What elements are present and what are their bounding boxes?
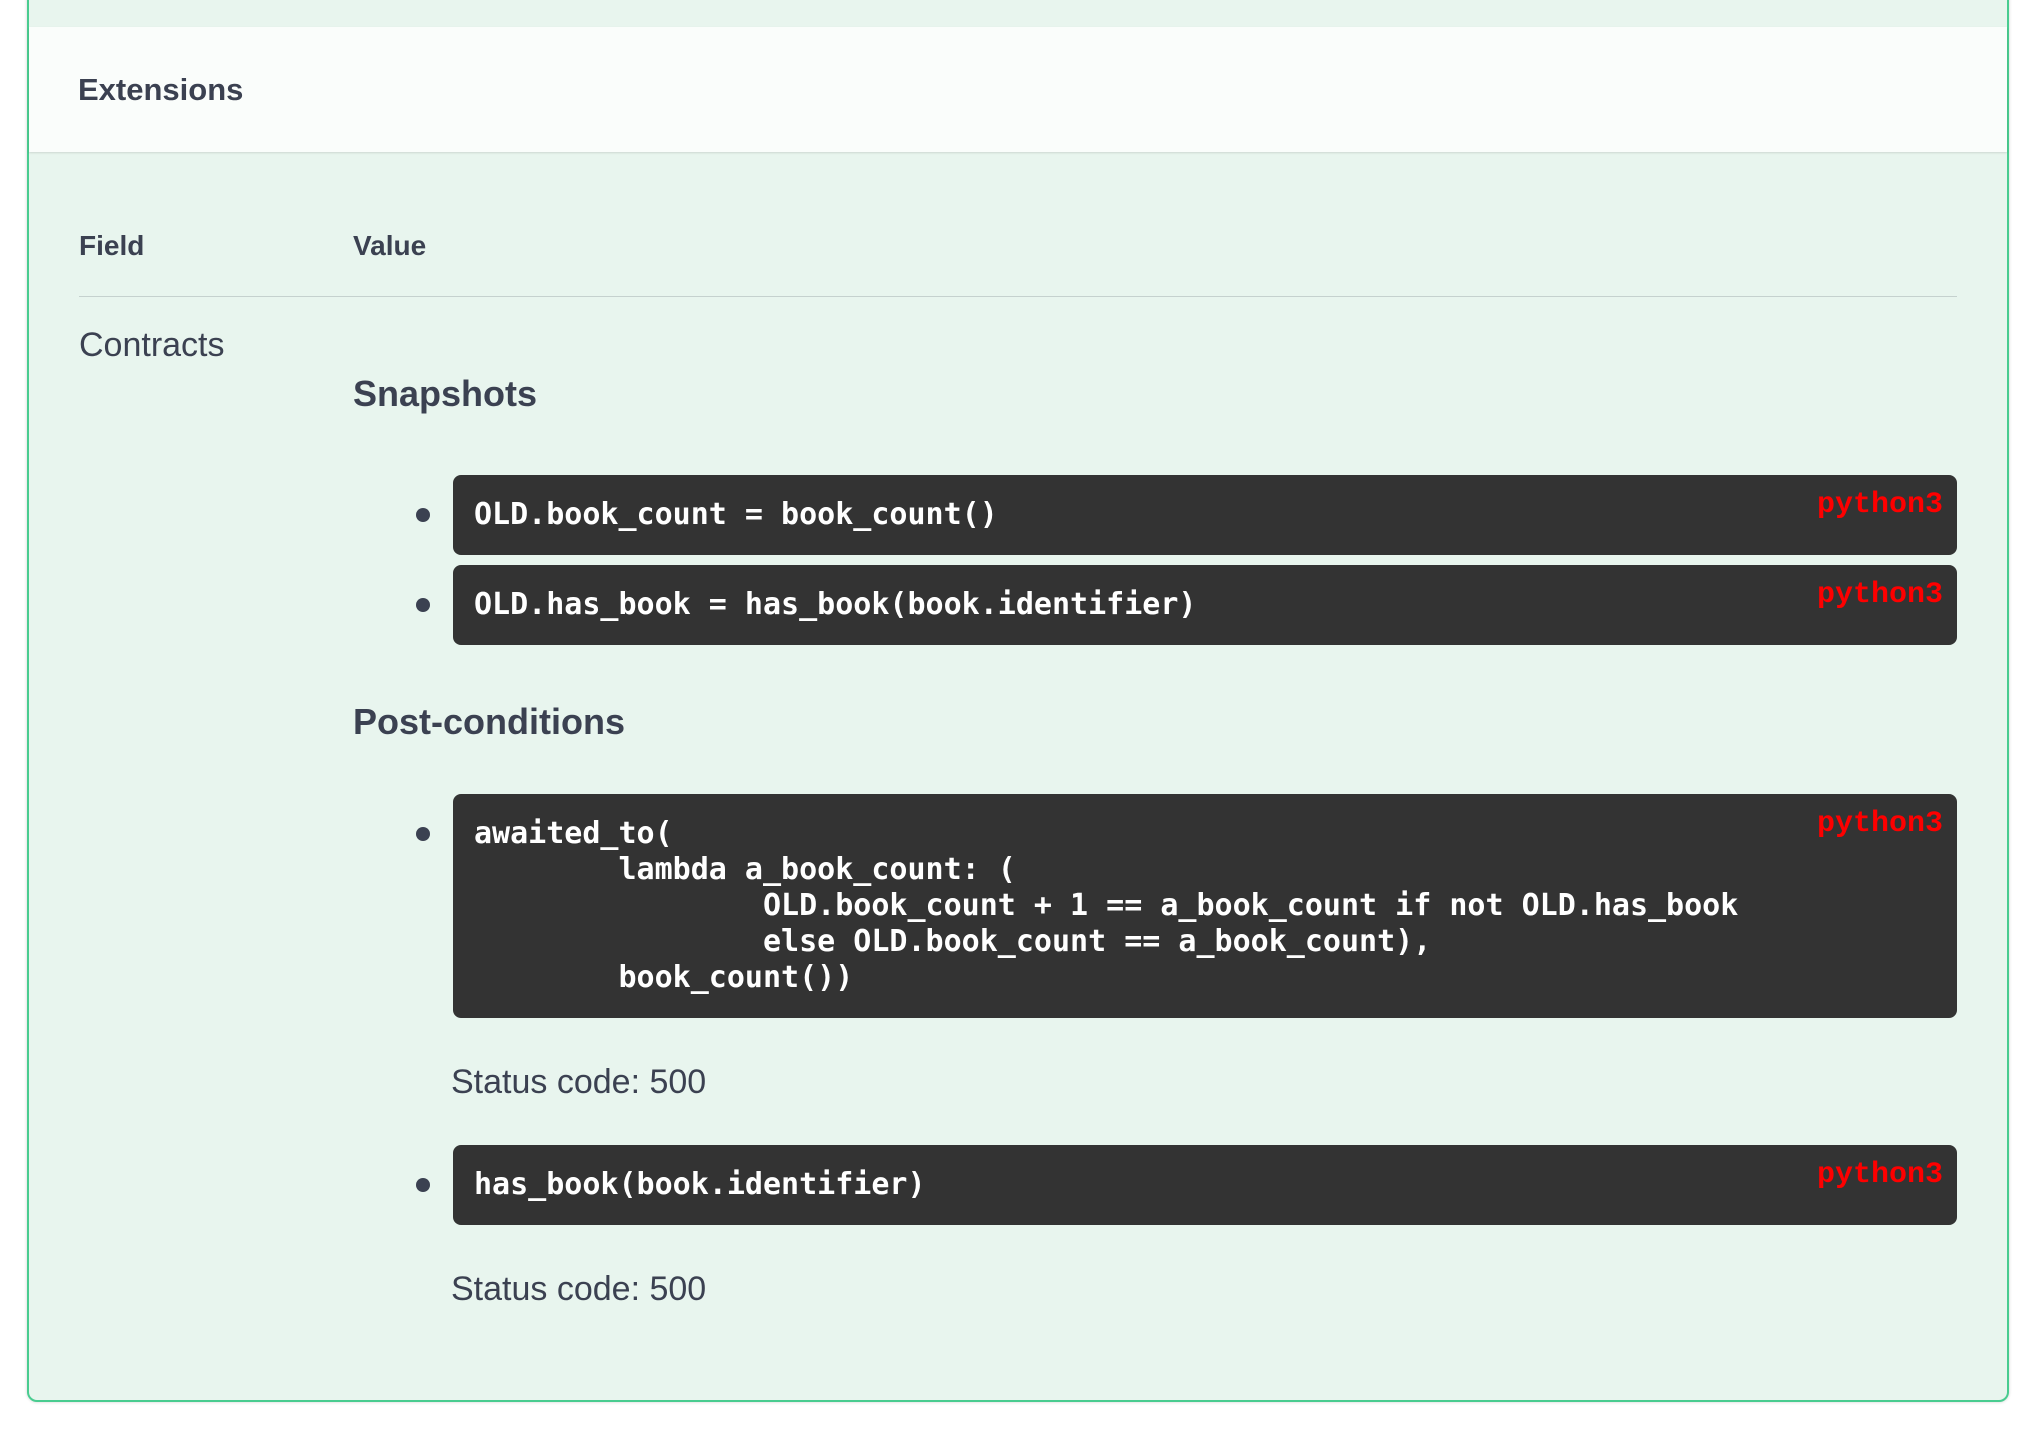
field-cell: Contracts xyxy=(79,325,353,1404)
language-label: python3 xyxy=(1816,807,1943,841)
list-item: python3 OLD.has_book = has_book(book.iden… xyxy=(353,565,1957,645)
code-text: OLD.has_book = has_book(book.identifier) xyxy=(474,587,1197,622)
bullet-dot xyxy=(416,1178,430,1192)
code-block: python3 awaited_to( lambda a_book_count: … xyxy=(453,794,1957,1018)
language-label: python3 xyxy=(1816,488,1943,522)
language-label: python3 xyxy=(1816,1158,1943,1192)
post-conditions-heading: Post-conditions xyxy=(353,701,625,742)
post-conditions-list: python3 awaited_to( lambda a_book_count: … xyxy=(353,794,1957,1018)
code-block: python3 OLD.has_book = has_book(book.iden… xyxy=(453,565,1957,645)
extensions-panel: Extensions Field Value Contracts Snapsho… xyxy=(27,0,2009,1402)
value-cell: Snapshots python3 OLD.book_count = book_c… xyxy=(353,325,1957,1404)
column-header-value: Value xyxy=(353,230,427,261)
code-text: has_book(book.identifier) xyxy=(474,1167,926,1202)
status-code-text: Status code: 500 xyxy=(451,1063,707,1101)
code-text: awaited_to( lambda a_book_count: ( OLD.b… xyxy=(474,816,1739,995)
post-conditions-list-2: python3 has_book(book.identifier) xyxy=(353,1145,1957,1225)
list-item: python3 OLD.book_count = book_count() xyxy=(353,475,1957,555)
language-label: python3 xyxy=(1816,578,1943,612)
bullet-dot xyxy=(416,598,430,612)
field-name: Contracts xyxy=(79,326,225,364)
section-header: Extensions xyxy=(29,27,2007,152)
snapshots-heading: Snapshots xyxy=(353,373,538,414)
list-item: python3 has_book(book.identifier) xyxy=(353,1145,1957,1225)
section-title: Extensions xyxy=(78,71,244,107)
table-header-row: Field Value xyxy=(79,152,1957,297)
column-header-field: Field xyxy=(79,230,145,261)
list-item: python3 awaited_to( lambda a_book_count: … xyxy=(353,794,1957,1018)
code-block: python3 has_book(book.identifier) xyxy=(453,1145,1957,1225)
status-code-text: Status code: 500 xyxy=(451,1270,707,1308)
panel-top-spacer xyxy=(29,0,2007,27)
bullet-dot xyxy=(416,827,430,841)
snapshots-list: python3 OLD.book_count = book_count() pyt… xyxy=(353,475,1957,645)
code-block: python3 OLD.book_count = book_count() xyxy=(453,475,1957,555)
bullet-dot xyxy=(416,508,430,522)
table-row: Contracts Snapshots python3 OLD.book_coun… xyxy=(79,297,1957,1404)
code-text: OLD.book_count = book_count() xyxy=(474,497,998,532)
